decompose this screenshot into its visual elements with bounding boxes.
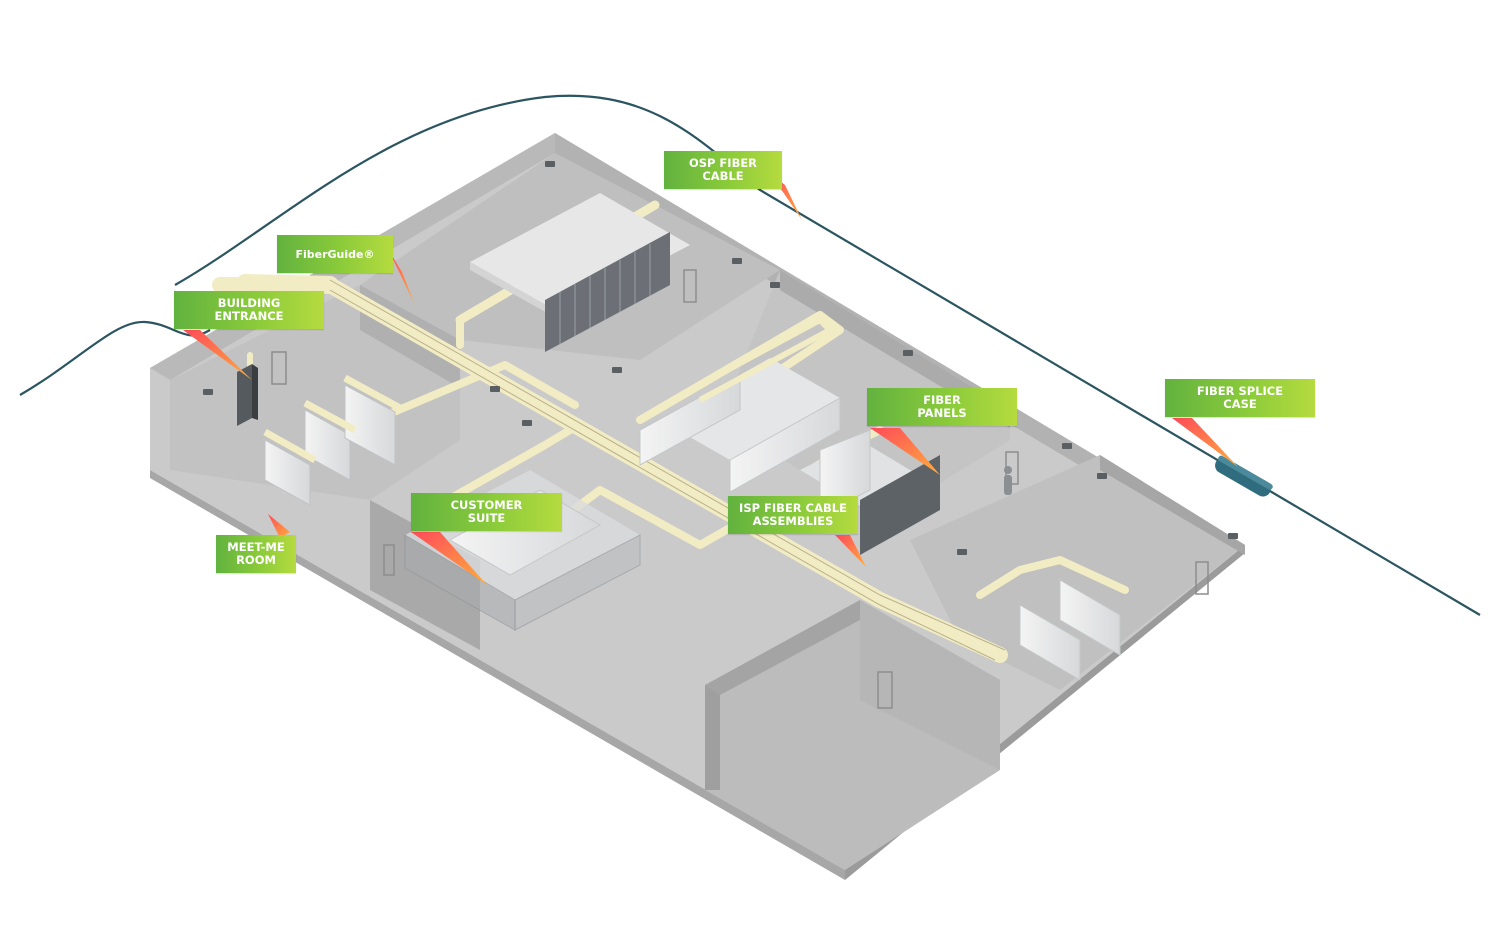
back-server-room (470, 193, 690, 352)
fiber-splice-case-label: FIBER SPLICE CASE (1165, 379, 1315, 417)
osp-fiber-cable-label: OSP FIBER CABLE (664, 151, 782, 189)
right-room-racks (1019, 579, 1121, 681)
person-icon (1004, 466, 1012, 495)
building-entrance-label: BUILDING ENTRANCE (174, 291, 324, 329)
customer-suite-label: CUSTOMER SUITE (411, 493, 562, 531)
meet-me-room-racks (263, 374, 402, 506)
fiber-panels-label: FIBER PANELS (867, 388, 1017, 426)
label-pointers (183, 173, 1238, 585)
center-rack-rows (639, 316, 940, 555)
building-entrance-panel (237, 364, 258, 426)
fiberguide-label: FiberGuide® (277, 235, 393, 273)
isp-fiber-cable-assemblies-label: ISP FIBER CABLE ASSEMBLIES (728, 496, 858, 534)
isp-cable-lines (329, 279, 1006, 661)
security-camera-icon (203, 161, 1238, 555)
door-icon (271, 269, 1209, 709)
fiber-splice-case (1215, 455, 1273, 497)
meet-me-room-label: MEET-ME ROOM (216, 535, 296, 573)
osp-fiber-cable (19, 94, 1481, 616)
